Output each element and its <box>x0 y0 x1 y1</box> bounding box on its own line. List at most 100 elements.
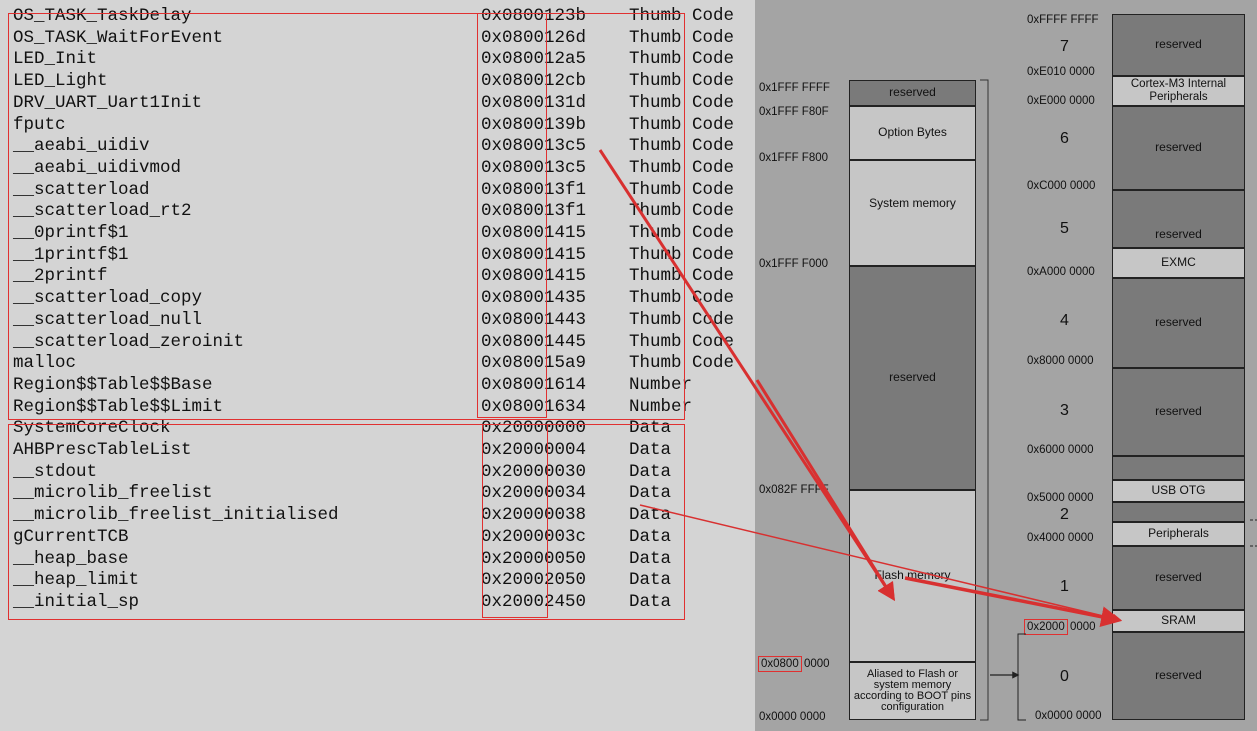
symbol-name: __stdout <box>13 461 98 482</box>
symbol-name: __2printf <box>13 266 108 287</box>
symbol-addr: 0x08001415 <box>481 223 587 243</box>
sram-block: SRAM <box>1112 610 1245 632</box>
reserved-gap-block <box>1112 502 1245 522</box>
peripherals-block: Peripherals <box>1112 522 1245 546</box>
addr-label: 0x1FFF F000 <box>759 258 829 270</box>
symbol-name: OS_TASK_WaitForEvent <box>13 27 224 48</box>
addr-label: 0x6000 0000 <box>1027 444 1094 456</box>
reserved-block: reserved <box>1112 546 1245 610</box>
reserved-block: reserved <box>1112 14 1245 76</box>
symbol-addr: 0x080013f1 <box>481 179 587 200</box>
symbol-name: LED_Light <box>13 71 108 92</box>
symbol-type: Thumb Code <box>629 92 735 113</box>
symbol-addr: 0x0800123b <box>481 6 587 26</box>
symbol-name: gCurrentTCB <box>13 526 129 547</box>
symbol-name: __aeabi_uidiv <box>13 136 150 157</box>
symbol-name: __microlib_freelist_initialised <box>13 505 339 526</box>
flash-reserved-mid: reserved <box>849 266 976 490</box>
reserved-block: reserved <box>1112 632 1245 720</box>
symbol-addr: 0x08001415 <box>481 244 587 265</box>
reserved-block: reserved <box>1112 278 1245 368</box>
addr-label: 0x8000 0000 <box>1027 355 1094 367</box>
symbol-name: __0printf$1 <box>13 223 129 243</box>
symbol-name: Region$$Table$$Base <box>13 374 213 395</box>
symbol-addr: 0x20000038 <box>481 505 587 526</box>
region-number: 0 <box>1060 668 1069 685</box>
region-number: 6 <box>1060 130 1069 147</box>
addr-label: 0x1FFF F800 <box>759 152 829 164</box>
flash-memory-block: Flash memory <box>849 490 976 662</box>
symbol-row: LED_Light 0x080012cb Thumb Code <box>0 70 755 92</box>
symbol-name: __microlib_freelist <box>13 483 213 504</box>
memory-map-panel: 0x1FFF FFFF 0x1FFF F80F 0x1FFF F800 0x1F… <box>755 0 1257 731</box>
code-symbols-highlight <box>8 13 685 420</box>
sram-base-suffix: 0000 <box>1069 621 1096 633</box>
symbol-type: Thumb Code <box>629 27 735 48</box>
symbol-addr: 0x080013c5 <box>481 136 587 157</box>
addr-label: 0x082F FFFF <box>759 484 829 496</box>
symbol-name: fputc <box>13 114 66 135</box>
cortex-m3-peripherals-block: Cortex-M3 Internal Peripherals <box>1112 76 1245 106</box>
symbol-name: __1printf$1 <box>13 244 129 265</box>
symbol-name: SystemCoreClock <box>13 418 171 439</box>
option-bytes-block: Option Bytes <box>849 106 976 160</box>
system-memory-block: System memory <box>849 160 976 266</box>
symbol-type: Thumb Code <box>629 6 735 26</box>
symbol-addr: 0x080012a5 <box>481 49 587 70</box>
addr-label: 0x0000 0000 <box>1035 710 1102 722</box>
symbol-addr: 0x08001443 <box>481 309 587 330</box>
data-symbols-highlight <box>8 424 685 620</box>
symbol-addr: 0x20002050 <box>481 570 587 591</box>
symbol-addr: 0x080012cb <box>481 71 587 92</box>
symbol-name: __scatterload_zeroinit <box>13 331 245 352</box>
symbol-addr: 0x08001634 <box>481 396 587 417</box>
symbol-name: Region$$Table$$Limit <box>13 396 224 417</box>
data-address-prefix-highlight <box>482 424 548 618</box>
addr-label: 0x5000 0000 <box>1027 492 1094 504</box>
symbol-addr: 0x20000030 <box>481 461 587 482</box>
symbol-addr: 0x08001614 <box>481 374 587 395</box>
symbol-addr: 0x0800139b <box>481 114 587 135</box>
sram-base-prefix-highlight: 0x2000 <box>1024 619 1068 635</box>
symbol-addr: 0x20002450 <box>481 591 587 612</box>
usb-otg-block: USB OTG <box>1112 480 1245 502</box>
flash-base-suffix: 0000 <box>803 658 830 670</box>
symbol-addr: 0x08001445 <box>481 331 587 352</box>
addr-label: 0x0000 0000 <box>759 711 826 723</box>
reserved-block: reserved <box>1112 106 1245 190</box>
symbol-name: __initial_sp <box>13 591 140 612</box>
symbol-addr: 0x20000050 <box>481 548 587 569</box>
symbol-addr: 0x08001435 <box>481 288 587 309</box>
addr-label: 0xE010 0000 <box>1027 66 1095 78</box>
region-number: 2 <box>1060 506 1069 523</box>
symbol-type: Thumb Code <box>629 49 735 70</box>
symbol-name: __heap_limit <box>13 570 140 591</box>
addr-label: 0xE000 0000 <box>1027 95 1095 107</box>
reserved-block: reserved <box>1112 190 1245 248</box>
symbol-addr: 0x20000000 <box>481 418 587 439</box>
symbol-type: Thumb Code <box>629 114 735 135</box>
symbol-name: __scatterload <box>13 179 150 200</box>
addr-label: 0xFFFF FFFF <box>1027 14 1099 26</box>
flash-reserved-top: reserved <box>849 80 976 106</box>
symbol-addr: 0x20000034 <box>481 483 587 504</box>
symbol-addr: 0x2000003c <box>481 526 587 547</box>
symbol-name: __aeabi_uidivmod <box>13 157 182 178</box>
addr-label-sram-base: 0x2000 0000 <box>1024 619 1096 635</box>
region-number: 5 <box>1060 220 1069 237</box>
symbol-type: Thumb Code <box>629 71 735 92</box>
symbol-name: __scatterload_null <box>13 309 203 330</box>
symbol-addr: 0x08001415 <box>481 266 587 287</box>
flash-base-prefix-highlight: 0x0800 <box>758 656 802 672</box>
symbol-name: __scatterload_rt2 <box>13 201 192 222</box>
symbol-name: malloc <box>13 353 77 374</box>
addr-label: 0x4000 0000 <box>1027 532 1094 544</box>
symbol-addr: 0x0800126d <box>481 27 587 48</box>
exmc-block: EXMC <box>1112 248 1245 278</box>
region-number: 7 <box>1060 38 1069 55</box>
addr-label: 0xC000 0000 <box>1027 180 1096 192</box>
addr-label: 0xA000 0000 <box>1027 266 1095 278</box>
symbol-addr: 0x20000004 <box>481 440 587 460</box>
